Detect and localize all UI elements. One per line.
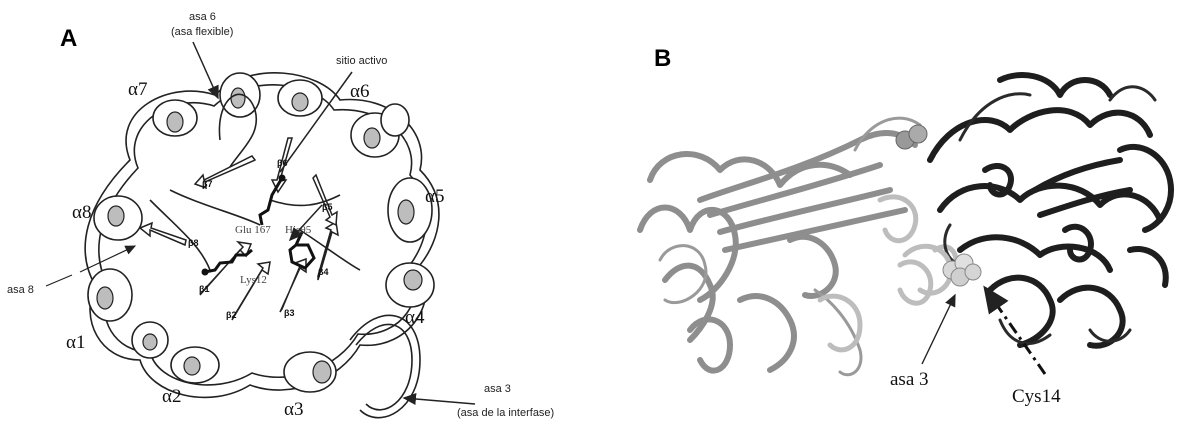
panel-a: A	[7, 11, 554, 420]
helix-label-a7: α7	[128, 79, 147, 100]
panel-b-loop3-label: asa 3	[890, 369, 929, 390]
residue-label-lys12: Lys12	[240, 274, 267, 286]
active-site-label: sitio activo	[336, 55, 387, 67]
loop8-arrow	[80, 246, 135, 272]
loop6-label: asa 6	[189, 11, 216, 23]
helix-label-a5: α5	[425, 186, 444, 207]
helix-label-a1: α1	[66, 332, 85, 353]
strand-label-b3: β3	[284, 308, 295, 318]
cys14-arrow	[985, 288, 1045, 374]
panel-b-label: B	[654, 45, 671, 72]
helix-label-a2: α2	[162, 386, 181, 407]
interface-loop	[905, 246, 981, 293]
monomer-dark	[930, 75, 1171, 346]
panel-b-loop3-arrow	[922, 295, 955, 364]
helix-label-a4: α4	[405, 307, 425, 328]
strand-label-b8: β8	[188, 238, 199, 248]
loop8-pointer	[46, 275, 72, 286]
monomer-light	[640, 118, 956, 375]
helix-label-a6: α6	[350, 81, 369, 102]
panel-a-label: A	[60, 25, 77, 52]
tim-barrel-drawing	[85, 73, 439, 418]
loop6-arrow	[193, 42, 218, 98]
panel-b: B	[640, 45, 1171, 407]
residue-label-glu167: Glu 167	[235, 224, 271, 236]
strand-label-b4: β4	[318, 267, 329, 277]
strand-label-b5: β5	[322, 202, 333, 212]
loop8-label: asa 8	[7, 284, 34, 296]
loop3-sublabel: (asa de la interfase)	[457, 407, 554, 419]
loop6-sublabel: (asa flexible)	[171, 26, 233, 38]
loop3-arrow	[404, 398, 475, 404]
strand-label-b7: β7	[202, 179, 213, 189]
loop3-label: asa 3	[484, 383, 511, 395]
helix-label-a8: α8	[72, 202, 91, 223]
helix-label-a3: α3	[284, 399, 303, 420]
strand-label-b1: β1	[199, 284, 210, 294]
cys14-label: Cys14	[1012, 386, 1061, 407]
strand-label-b2: β2	[226, 310, 237, 320]
